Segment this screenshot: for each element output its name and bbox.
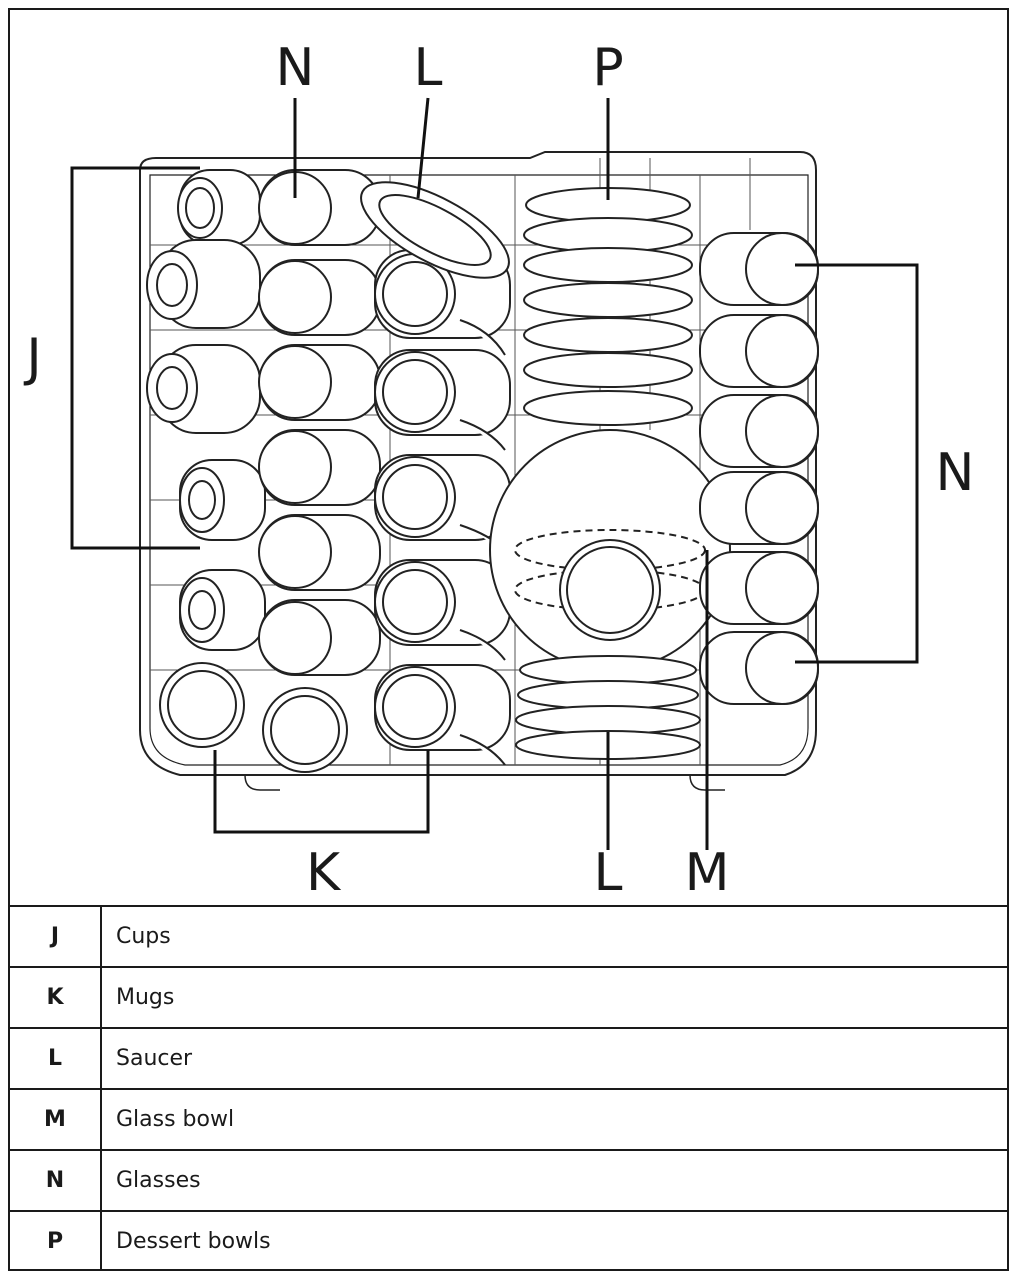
legend-row: P Dessert bowls bbox=[10, 1210, 1007, 1271]
legend-row: K Mugs bbox=[10, 966, 1007, 1028]
legend-key: L bbox=[10, 1027, 102, 1089]
legend-table: J Cups K Mugs L Saucer M Glass bowl N Gl… bbox=[10, 905, 1007, 1271]
legend-row: J Cups bbox=[10, 905, 1007, 967]
mugs-column bbox=[374, 249, 511, 766]
legend-label: Glass bowl bbox=[101, 1088, 1007, 1150]
callout-j-left: J bbox=[23, 328, 41, 388]
legend-key: N bbox=[10, 1149, 102, 1211]
legend-key: M bbox=[10, 1088, 102, 1150]
leader-lines bbox=[70, 97, 919, 850]
cups-group bbox=[146, 169, 266, 651]
legend-key: J bbox=[10, 905, 102, 967]
figure-frame: N L P J N K L M J Cups K Mugs L Saucer bbox=[8, 8, 1009, 1271]
legend-key: P bbox=[10, 1210, 102, 1271]
legend-row: L Saucer bbox=[10, 1027, 1007, 1089]
callout-k-bottom: K bbox=[306, 843, 342, 903]
legend-label: Cups bbox=[101, 905, 1007, 967]
legend-key: K bbox=[10, 966, 102, 1028]
glasses-left-column bbox=[258, 169, 381, 676]
saucer-top bbox=[360, 181, 510, 279]
rack-outline bbox=[139, 151, 817, 776]
mugs-bottom-row bbox=[159, 662, 348, 773]
callout-n-right: N bbox=[936, 443, 975, 503]
callout-m-bottom: M bbox=[685, 843, 730, 903]
glasses-right-column bbox=[699, 232, 819, 705]
dishwasher-rack-illustration: N L P J N K L M bbox=[23, 38, 975, 903]
rack-diagram: N L P J N K L M bbox=[10, 10, 1007, 905]
glass-bowl bbox=[489, 429, 731, 671]
legend-label: Glasses bbox=[101, 1149, 1007, 1211]
legend-label: Saucer bbox=[101, 1027, 1007, 1089]
callout-l-top: L bbox=[414, 38, 443, 98]
callout-l-bottom: L bbox=[594, 843, 623, 903]
callout-n-top: N bbox=[276, 38, 315, 98]
callout-p-top: P bbox=[592, 38, 623, 98]
legend-label: Mugs bbox=[101, 966, 1007, 1028]
legend-row: M Glass bowl bbox=[10, 1088, 1007, 1150]
dessert-bowls-stack bbox=[523, 187, 693, 426]
legend-label: Dessert bowls bbox=[101, 1210, 1007, 1271]
legend-row: N Glasses bbox=[10, 1149, 1007, 1211]
rack-inner-outline bbox=[149, 174, 809, 766]
